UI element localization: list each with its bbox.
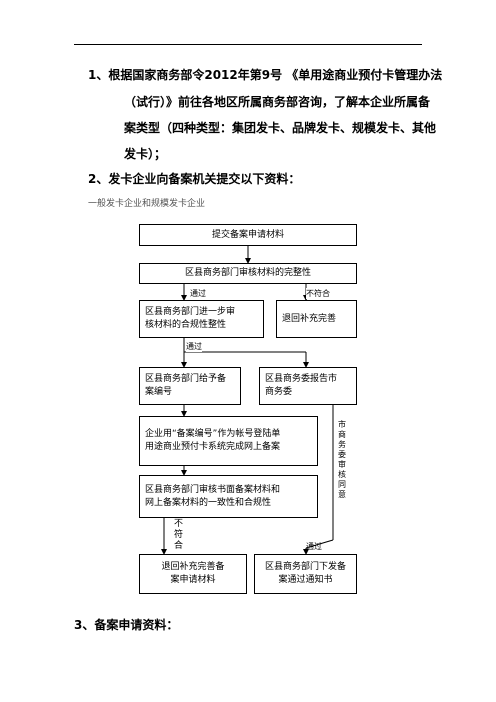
paragraph-1-line-3: 案类型（四种类型：集团发卡、品牌发卡、规模发卡、其他 [124, 121, 437, 135]
flow-box-compliance: 区县商务部门进一步审 核材料的合规性整性 [139, 300, 264, 338]
flow-box-compliance-line2: 核材料的合规性整性 [145, 320, 227, 330]
flow-box-assign-number: 区县商务部门给予备 案编号 [139, 367, 241, 405]
flow-box-online-filing: 企业用“备案编号”作为帐号登陆单 用途商业预付卡系统完成网上备案 [139, 416, 318, 466]
flow-box-return-materials-line2: 案申请材料 [170, 575, 216, 585]
flow-box-consistency-line2: 网上备案材料的一致性和合规性 [145, 497, 272, 508]
flow-box-report-city-line2: 商务委 [265, 387, 293, 397]
flow-box-completeness: 区县商务部门审核材料的完整性 [139, 263, 357, 284]
flow-box-assign-number-line1: 区县商务部门给予备 [145, 374, 227, 384]
paragraph-1-line-4: 发卡）； [124, 147, 167, 161]
flow-box-completeness-text: 区县商务部门审核材料的完整性 [184, 268, 311, 278]
flow-box-issue-notice-line2: 案通过通知书 [278, 575, 333, 585]
paragraph-2: 2、发卡企业向备案机关提交以下资料： [88, 172, 301, 186]
paragraph-1-line-1: 1、根据国家商务部令2012年第9号 《单用途商业预付卡管理办法 [88, 68, 443, 82]
flow-box-return-text: 退回补充完善 [282, 313, 337, 324]
label-fail-2: 不 符 合 [174, 519, 184, 551]
flow-box-compliance-line1: 区县商务部门进一步审 [145, 307, 236, 317]
label-pass-2: 通过 [186, 341, 202, 352]
flow-box-issue-notice: 区县商务部门下发备 案通过通知书 [254, 554, 357, 594]
flow-box-submit: 提交备案申请材料 [139, 224, 357, 246]
flow-box-online-filing-line2: 用途商业预付卡系统完成网上备案 [145, 442, 281, 452]
flowchart-subtitle: 一般发卡企业和规模发卡企业 [88, 199, 206, 209]
flow-box-consistency-line1: 区县商务部门审核书面备案材料和 [145, 484, 281, 495]
flow-box-return-materials: 退回补充完善备 案申请材料 [139, 554, 247, 594]
paragraph-3: 3、备案申请资料： [74, 618, 179, 632]
flow-box-report-city: 区县商务委报告市 商务委 [259, 367, 357, 405]
label-city-approval: 市 商 务 委 审 核 同 意 [338, 420, 346, 499]
flow-box-submit-text: 提交备案申请材料 [211, 229, 284, 240]
label-pass-1: 通过 [190, 288, 206, 299]
paragraph-1-line-2: （试行）》前往各地区所属商务部咨询，了解本企业所属备 [124, 95, 431, 109]
flow-box-assign-number-line2: 案编号 [145, 387, 173, 397]
flow-box-online-filing-line1: 企业用“备案编号”作为帐号登陆单 [145, 429, 281, 439]
flow-box-return: 退回补充完善 [276, 300, 357, 338]
flow-box-issue-notice-line1: 区县商务部门下发备 [264, 562, 346, 572]
label-pass-3: 通过 [306, 542, 322, 551]
flow-box-report-city-line1: 区县商务委报告市 [265, 374, 338, 384]
flow-box-return-materials-line1: 退回补充完善备 [161, 562, 225, 572]
flow-box-consistency: 区县商务部门审核书面备案材料和 网上备案材料的一致性和合规性 [139, 475, 318, 518]
header-rule [74, 44, 422, 45]
label-fail-1: 不符合 [306, 288, 330, 299]
